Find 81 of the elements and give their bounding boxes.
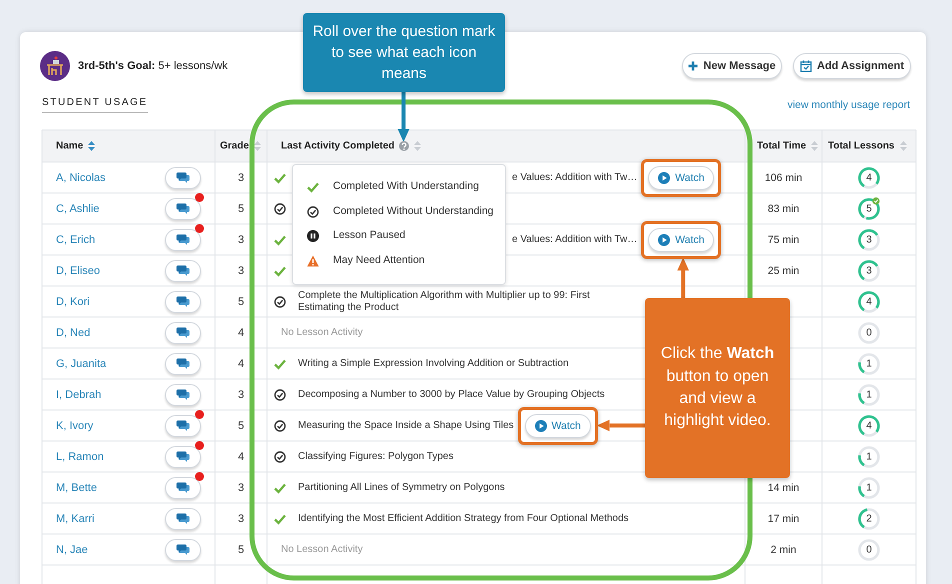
student-name-link: N, Jae — [56, 544, 88, 556]
grade-value: 4 — [238, 450, 244, 462]
add-assignment-button: Add Assignment — [793, 53, 911, 79]
grade-value: 5 — [238, 296, 244, 308]
student-name-link: A, Nicolas — [56, 172, 106, 184]
time-value: 83 min — [768, 202, 800, 214]
grade-value: 4 — [238, 326, 244, 338]
student-name-link: K, Ivory — [56, 420, 94, 432]
student-name-link: M, Bette — [56, 482, 97, 494]
time-value: 17 min — [768, 512, 800, 524]
student-name-link: G, Juanita — [56, 358, 106, 370]
time-value: 25 min — [768, 264, 800, 276]
column-header: Last Activity Completed — [281, 140, 395, 152]
arrow — [398, 92, 410, 142]
grade-value: 3 — [238, 512, 244, 524]
lesson-count: 3 — [866, 265, 872, 276]
activity-title: e Values: Addition with Tw… — [512, 234, 638, 246]
student-name-link: D, Ned — [56, 326, 90, 338]
callout-box: Roll over the question mark to see what each icon means — [303, 13, 505, 92]
grade-value: 3 — [238, 234, 244, 246]
time-value: 14 min — [768, 482, 800, 494]
lesson-count: 3 — [866, 234, 872, 245]
no-activity-text: No Lesson Activity — [281, 544, 363, 556]
usage-report-link: view monthly usage report — [787, 99, 910, 111]
time-value: 106 min — [764, 172, 802, 184]
legend-label: Completed With Understanding — [333, 180, 479, 192]
student-name-link: D, Eliseo — [56, 264, 100, 276]
grade-value: 3 — [238, 264, 244, 276]
highlight-frame — [641, 220, 722, 258]
grade-value: 4 — [238, 358, 244, 370]
activity-title: Complete the Multiplication Algorithm with Multiplier up to 99: First Estimating the Product — [298, 290, 591, 314]
activity-title: e Values: Addition with Tw… — [512, 172, 638, 184]
lesson-count: 5 — [866, 203, 872, 214]
lesson-count: 1 — [866, 389, 872, 400]
lesson-count: 4 — [866, 172, 872, 183]
column-header: Total Time — [757, 140, 806, 152]
lesson-count: 0 — [866, 544, 872, 555]
lesson-count: 4 — [866, 420, 872, 431]
watch-button: Watch — [524, 414, 591, 438]
lesson-count: 1 — [866, 358, 872, 369]
legend-label: Lesson Paused — [333, 229, 406, 241]
activity-title: Classifying Figures: Polygon Types — [298, 450, 454, 462]
student-name-link: M, Karri — [56, 512, 94, 524]
goal-text: 3rd-5th's Goal: 5+ lessons/wk — [78, 60, 228, 72]
legend-label: May Need Attention — [333, 254, 425, 266]
callout-box: Click the Watch button to open and view a highlight video. — [645, 298, 790, 478]
highlight-frame — [518, 406, 598, 444]
column-header: Name — [56, 140, 84, 152]
grade-value: 5 — [238, 202, 244, 214]
student-name-link: C, Erich — [56, 234, 96, 246]
lesson-count: 1 — [866, 451, 872, 462]
grade-value: 3 — [238, 482, 244, 494]
lesson-count: 1 — [866, 482, 872, 493]
grade-value: 3 — [238, 172, 244, 184]
watch-button: Watch — [648, 166, 714, 190]
lesson-count: 4 — [866, 296, 872, 307]
lesson-count: 2 — [866, 513, 872, 524]
column-header: Total Lessons — [828, 140, 894, 152]
help-icon — [398, 141, 409, 151]
student-name-link: C, Ashlie — [56, 202, 100, 214]
student-name-link: D, Kori — [56, 296, 90, 308]
time-value: 2 min — [770, 544, 796, 556]
legend-label: Completed Without Understanding — [333, 204, 494, 216]
column-header: Grade — [220, 140, 249, 152]
grade-value: 3 — [238, 388, 244, 400]
highlight-frame — [641, 158, 722, 196]
student-name-link: I, Debrah — [56, 388, 102, 400]
arrow — [596, 420, 645, 432]
student-name-link: L, Ramon — [56, 450, 104, 462]
grade-value: 5 — [238, 420, 244, 432]
no-activity-text: No Lesson Activity — [281, 326, 363, 338]
grade-value: 5 — [238, 544, 244, 556]
watch-button: Watch — [648, 228, 714, 252]
activity-title: Identifying the Most Efficient Addition Strategy from Four Optional Methods — [298, 512, 629, 524]
arrow — [677, 258, 689, 298]
time-value: 75 min — [768, 234, 800, 246]
new-message-button: New Message — [682, 53, 782, 79]
activity-title: Writing a Simple Expression Involving Addition or Subtraction — [298, 358, 569, 370]
activity-title: Partitioning All Lines of Symmetry on Polygons — [298, 482, 505, 494]
section-heading: STUDENT USAGE — [42, 97, 148, 113]
lesson-count: 0 — [866, 327, 872, 338]
